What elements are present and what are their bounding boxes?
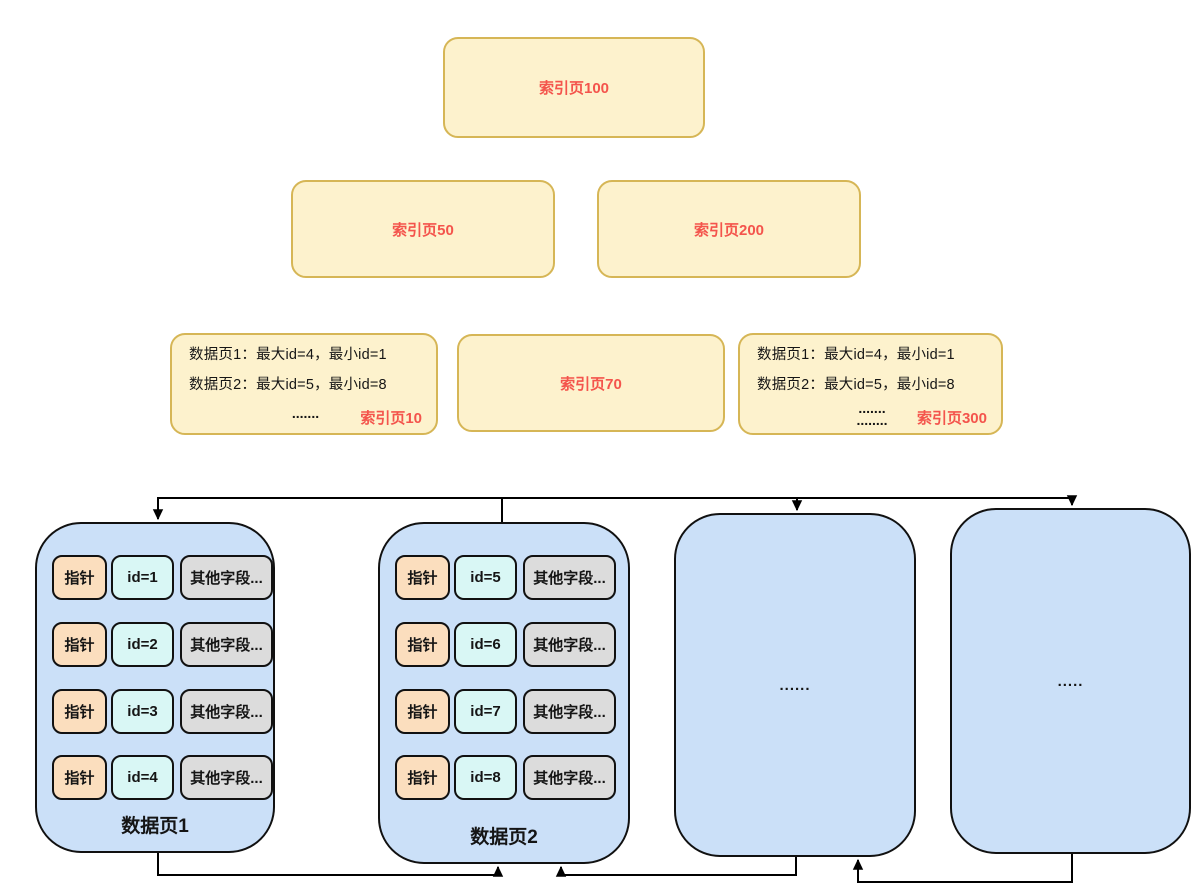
record-row: 指针 id=1 其他字段... [52, 555, 273, 600]
pointer-cell: 指针 [395, 555, 450, 600]
id-cell: id=6 [454, 622, 517, 667]
index-page-100: 索引页100 [443, 37, 705, 138]
record-row: 指针 id=6 其他字段... [395, 622, 616, 667]
record-row: 指针 id=5 其他字段... [395, 555, 616, 600]
id-cell: id=3 [111, 689, 174, 734]
index-page-10-label: 索引页10 [360, 410, 422, 427]
index-page-10: 数据页1：最大id=4，最小id=1 数据页2：最大id=5，最小id=8 ..… [170, 333, 438, 435]
index-page-300: 数据页1：最大id=4，最小id=1 数据页2：最大id=5，最小id=8 ..… [738, 333, 1003, 435]
index-page-50-label: 索引页50 [392, 221, 454, 239]
other-fields-cell: 其他字段... [523, 555, 616, 600]
arrow-page4-to-page3 [852, 854, 1073, 883]
index-page-100-label: 索引页100 [538, 80, 610, 97]
pointer-cell: 指针 [395, 755, 450, 800]
leaf-entry-1: 数据页1：最大id=4，最小id=1 [189, 347, 387, 363]
ellipsis: ....... [291, 405, 320, 421]
leaf-entry-2: 数据页2：最大id=5，最小id=8 [189, 376, 387, 393]
record-row: 指针 id=8 其他字段... [395, 755, 616, 800]
other-fields-cell: 其他字段... [180, 689, 273, 734]
leaf-entry-1: 数据页1：最大id=4，最小id=1 [757, 347, 955, 363]
data-page-1-label: 数据页1 [121, 816, 189, 837]
ellipsis: ........ [856, 412, 888, 428]
data-page-2: 指针 id=5 其他字段... 指针 id=6 其他字段... 指针 id=7 … [378, 522, 630, 864]
data-page-3: ...... [674, 513, 916, 857]
other-fields-cell: 其他字段... [180, 622, 273, 667]
index-page-70-label: 索引页70 [560, 375, 622, 393]
ellipsis: ....... [858, 400, 886, 416]
arrow-page1-to-page2 [157, 853, 504, 877]
other-fields-cell: 其他字段... [523, 622, 616, 667]
record-row: 指针 id=4 其他字段... [52, 755, 273, 800]
id-cell: id=5 [454, 555, 517, 600]
index-page-200-label: 索引页200 [693, 221, 765, 239]
data-page-4: ..... [950, 508, 1191, 854]
id-cell: id=7 [454, 689, 517, 734]
id-cell: id=1 [111, 555, 174, 600]
id-cell: id=2 [111, 622, 174, 667]
ellipsis: ..... [1057, 672, 1084, 690]
other-fields-cell: 其他字段... [180, 755, 273, 800]
ellipsis: ...... [779, 676, 811, 694]
data-page-1: 指针 id=1 其他字段... 指针 id=2 其他字段... 指针 id=3 … [35, 522, 275, 853]
index-page-70: 索引页70 [457, 334, 725, 432]
other-fields-cell: 其他字段... [180, 555, 273, 600]
record-row: 指针 id=2 其他字段... [52, 622, 273, 667]
other-fields-cell: 其他字段... [523, 755, 616, 800]
pointer-cell: 指针 [52, 755, 107, 800]
pointer-cell: 指针 [52, 622, 107, 667]
record-row: 指针 id=7 其他字段... [395, 689, 616, 734]
top-link-lines [152, 495, 1078, 522]
id-cell: id=8 [454, 755, 517, 800]
pointer-cell: 指针 [52, 689, 107, 734]
other-fields-cell: 其他字段... [523, 689, 616, 734]
index-page-200: 索引页200 [597, 180, 861, 278]
pointer-cell: 指针 [395, 622, 450, 667]
leaf-entry-2: 数据页2：最大id=5，最小id=8 [757, 376, 955, 393]
pointer-cell: 指针 [395, 689, 450, 734]
record-row: 指针 id=3 其他字段... [52, 689, 273, 734]
id-cell: id=4 [111, 755, 174, 800]
index-page-300-label: 索引页300 [916, 410, 987, 427]
bottom-link-lines [157, 853, 1073, 883]
pointer-cell: 指针 [52, 555, 107, 600]
index-page-50: 索引页50 [291, 180, 555, 278]
data-page-2-label: 数据页2 [470, 827, 538, 848]
arrow-page3-to-page2 [555, 857, 797, 877]
